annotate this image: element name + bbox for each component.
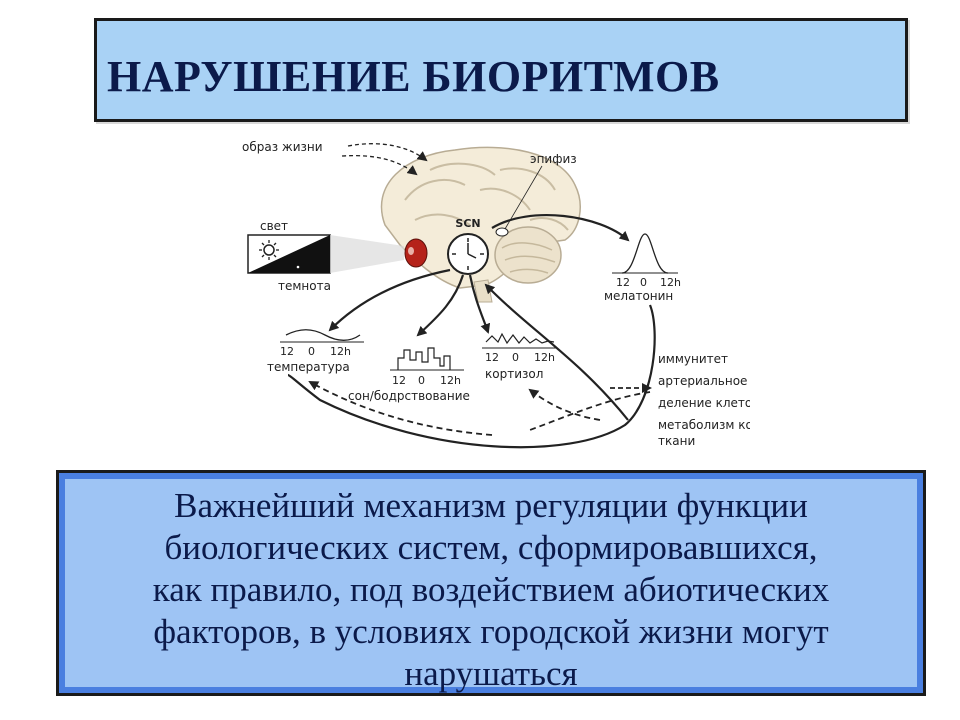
darkness-label: темнота — [278, 279, 331, 293]
sleep-wake-label: сон/бодрствование — [348, 389, 470, 403]
temperature-curve — [285, 329, 361, 341]
melatonin-curve — [621, 233, 669, 274]
sleep-wake-tick: 0 — [418, 374, 425, 387]
star-icon — [296, 265, 300, 269]
melatonin-tick: 12h — [660, 276, 681, 289]
description-line: как правило, под воздействием абиотическ… — [152, 570, 830, 609]
temperature-tick: 12h — [330, 345, 351, 358]
scn-label: SCN — [455, 217, 480, 230]
epiphysis-label: эпифиз — [530, 152, 577, 166]
lifestyle-arrow-1 — [347, 143, 428, 162]
eye-icon — [404, 238, 428, 268]
cortisol-label: кортизол — [485, 367, 543, 381]
light-dark-panel — [247, 234, 331, 274]
melatonin-feedback-loop — [287, 304, 656, 449]
biorhythm-diagram: SCN эпифиз образ жизни свет темнота 12 0… — [242, 140, 750, 449]
cortisol-curve — [485, 332, 555, 345]
dashed-feedback-arrow-1 — [308, 381, 493, 436]
scn-to-cortisol-arrow — [468, 274, 491, 334]
temperature-label: температура — [267, 360, 350, 374]
scn-to-temperature-arrow — [328, 268, 451, 332]
melatonin-tick: 0 — [640, 276, 647, 289]
cortisol-tick: 12h — [534, 351, 555, 364]
cortisol-tick: 0 — [512, 351, 519, 364]
lifestyle-arrow-2 — [341, 154, 418, 176]
title-box: НАРУШЕНИЕ БИОРИТМОВ — [94, 18, 908, 122]
sleep-wake-tick: 12 — [392, 374, 406, 387]
epiphysis-icon — [495, 227, 509, 237]
cerebellum — [494, 226, 562, 284]
sun-icon — [259, 240, 279, 260]
star-icon — [304, 238, 308, 242]
scn-clock-icon — [447, 233, 489, 275]
melatonin-label: мелатонин — [604, 289, 673, 303]
description-box: Важнейший механизм регуляции функции био… — [56, 470, 926, 696]
effect-item: ткани — [658, 434, 695, 448]
cortisol-tick: 12 — [485, 351, 499, 364]
epiphysis-pointer — [504, 165, 543, 230]
effect-item: метаболизм костной — [658, 418, 750, 432]
scn-to-melatonin-arrow — [491, 213, 630, 242]
temperature-tick: 12 — [280, 345, 294, 358]
feedback-to-scn-arrow — [484, 283, 629, 421]
dashed-feedback-arrow-2 — [529, 391, 651, 431]
eye-highlight — [408, 247, 414, 255]
temperature-tick: 0 — [308, 345, 315, 358]
scn-to-sleep-arrow — [416, 274, 465, 337]
light-beam — [330, 235, 404, 273]
lifestyle-label: образ жизни — [242, 140, 323, 154]
description-line: биологических систем, сформировавшихся, — [164, 528, 818, 567]
description-line: Важнейший механизм регуляции функции — [174, 486, 808, 525]
description-line: факторов, в условиях городской жизни мог… — [153, 612, 829, 651]
sleep-wake-tick: 12h — [440, 374, 461, 387]
melatonin-tick: 12 — [616, 276, 630, 289]
effect-item: иммунитет — [658, 352, 728, 366]
page-title: НАРУШЕНИЕ БИОРИТМОВ — [107, 52, 720, 101]
light-label: свет — [260, 219, 288, 233]
effect-item: деление клеток — [658, 396, 750, 410]
description-text: Важнейший механизм регуляции функции био… — [65, 485, 917, 695]
effect-item: артериальное давление — [658, 374, 750, 388]
description-inner: Важнейший механизм регуляции функции био… — [65, 479, 917, 693]
description-line: нарушаться — [404, 654, 578, 693]
sleep-wake-curve — [397, 347, 451, 370]
dashed-feedback-arrow-3 — [528, 388, 601, 421]
